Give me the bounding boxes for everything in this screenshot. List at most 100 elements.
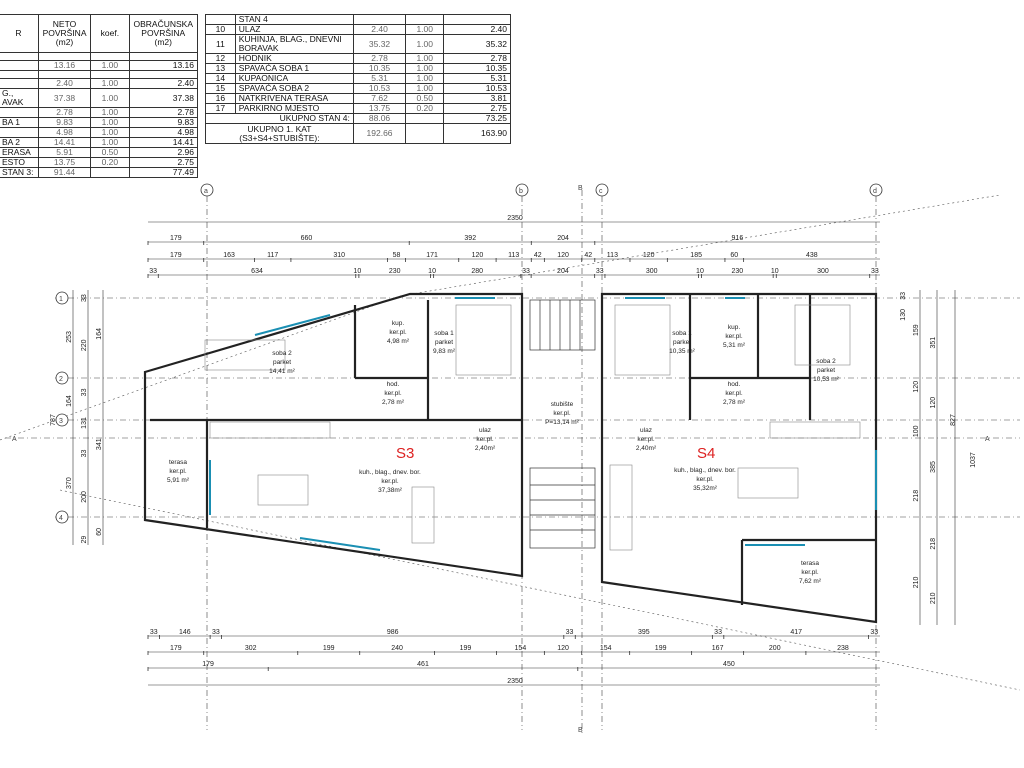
unit-s4-label: S4 — [697, 445, 715, 462]
walls — [143, 292, 878, 624]
s3-soba2-name: soba 2 — [272, 350, 292, 357]
total-kat-neto: 192.66 — [352, 123, 407, 144]
stan3-area-table: R NETO POVRŠINA (m2) koef. OBRAČUNSKA PO… — [0, 14, 199, 178]
dimension-lines — [72, 221, 956, 686]
dim-right-outer: 1037 — [970, 452, 977, 468]
dim-right-c3-4: 210 — [913, 577, 920, 589]
dim-left-c2-5: 200 — [81, 491, 88, 503]
dim-left-c2-6: 29 — [81, 536, 88, 544]
dim-bot-r2-0: 179 — [170, 645, 182, 652]
dim-left-c2-2: 33 — [81, 388, 88, 396]
stair — [529, 299, 596, 549]
dim-top-r3-7: 204 — [557, 268, 569, 275]
windows — [209, 297, 877, 551]
s4-ulaz-name: ulaz — [640, 427, 652, 434]
dim-top-r2-1: 163 — [223, 252, 235, 259]
dim-left-c1-1: 164 — [66, 395, 73, 407]
dim-top-r2-12: 120 — [643, 252, 655, 259]
dim-bot-r2-10: 200 — [769, 645, 781, 652]
dim-top-r2-7: 113 — [508, 252, 519, 259]
dim-top-r2-4: 58 — [393, 252, 401, 259]
col-header-koef: koef. — [90, 14, 130, 53]
s3-hod-name: hod. — [387, 381, 400, 388]
row-koef: 1.00 — [405, 34, 445, 54]
row-obr: 37.38 — [128, 88, 199, 108]
col-header-room: R — [0, 14, 39, 53]
dim-bot-r1-7: 417 — [790, 629, 802, 636]
dim-bot-r2-2: 199 — [323, 645, 335, 652]
s4-terasa-name: terasa — [801, 560, 819, 567]
row-obr: 77.49 — [128, 167, 199, 178]
dim-top-r2-5: 171 — [426, 252, 438, 259]
s3-terasa-name: terasa — [169, 459, 187, 466]
section-a-right-label: A — [985, 436, 990, 443]
dim-bot-r3-2: 450 — [723, 661, 735, 668]
s4-hod-name: hod. — [728, 381, 741, 388]
dim-right-c4-0: 33 — [900, 292, 907, 300]
dim-right-c1: 827 — [950, 414, 957, 426]
dim-top-r3-0: 33 — [149, 268, 157, 275]
dimension-values: 2350 2350 787 1037 827 — [50, 215, 977, 685]
dim-top-r2-0: 179 — [170, 252, 182, 259]
dim-bot-r3-1: 461 — [417, 661, 429, 668]
s4-soba1-name: soba 1 — [672, 330, 692, 337]
col-header-obr: OBRAČUNSKA POVRŠINA (m2) — [128, 14, 199, 53]
dim-top-total: 2350 — [507, 215, 523, 222]
dim-left-c2-3: 131 — [81, 417, 88, 429]
dim-top-r1-2: 392 — [464, 235, 476, 242]
dim-right-c2-3: 218 — [930, 538, 937, 550]
dim-bot-r2-1: 302 — [245, 645, 257, 652]
dim-bot-r3-0: 179 — [202, 661, 214, 668]
axis-4-label: 4 — [59, 515, 63, 522]
row-koef — [90, 167, 130, 178]
axis-b-label: b — [519, 188, 523, 195]
dim-right-c3-2: 100 — [913, 425, 920, 437]
dim-top-r3-11: 230 — [731, 268, 743, 275]
dim-top-r3-10: 10 — [696, 268, 704, 275]
s3-kup-name: kup. — [392, 320, 404, 327]
svg-text:kup.ker.pl.5,31 m²: kup.ker.pl.5,31 m² — [723, 324, 746, 349]
axis-1-label: 1 — [59, 296, 63, 303]
furniture — [204, 304, 861, 551]
dim-top-r2-8: 42 — [534, 252, 542, 259]
axis-d-label: d — [873, 188, 877, 195]
dim-top-r2-11: 113 — [607, 252, 618, 259]
s3-soba1-name: soba 1 — [434, 330, 454, 337]
dim-top-r3-9: 300 — [646, 268, 658, 275]
svg-text:kuh., blag., dnev. bor.ker.pl.: kuh., blag., dnev. bor.ker.pl.35,32m² — [674, 467, 736, 492]
dim-right-c4-1: 130 — [900, 309, 907, 321]
dim-bot-r1-5: 395 — [638, 629, 650, 636]
axis-3-label: 3 — [59, 418, 63, 425]
s3-kuh-name: kuh., blag., dnev. bor. — [359, 469, 421, 476]
dim-top-r3-2: 10 — [353, 268, 361, 275]
total-kat-obr: 163.90 — [443, 123, 511, 144]
dim-bot-r1-3: 986 — [387, 629, 399, 636]
dim-top-r2-14: 60 — [730, 252, 738, 259]
dim-left-c2-4: 33 — [81, 450, 88, 458]
dim-top-r3-13: 300 — [817, 268, 829, 275]
dim-bot-r2-3: 240 — [391, 645, 403, 652]
dim-top-r1-0: 179 — [170, 235, 182, 242]
dim-bot-r1-2: 33 — [212, 629, 220, 636]
stub-name: stubište — [551, 401, 574, 408]
dim-top-r2-15: 438 — [806, 252, 818, 259]
svg-text:kup.ker.pl.4,98 m²: kup.ker.pl.4,98 m² — [387, 320, 410, 345]
dim-left-c3-2: 60 — [96, 528, 103, 536]
dim-top-r3-5: 280 — [471, 268, 483, 275]
dim-left-c2-0: 33 — [81, 294, 88, 302]
dim-right-c3-3: 218 — [913, 490, 920, 502]
dim-top-r3-6: 33 — [522, 268, 530, 275]
dim-bot-r1-4: 33 — [566, 629, 574, 636]
s3-ulaz-name: ulaz — [479, 427, 491, 434]
dim-right-c2-0: 351 — [930, 337, 937, 349]
dim-bot-r1-8: 33 — [870, 629, 878, 636]
dim-right-c2-4: 210 — [930, 592, 937, 604]
